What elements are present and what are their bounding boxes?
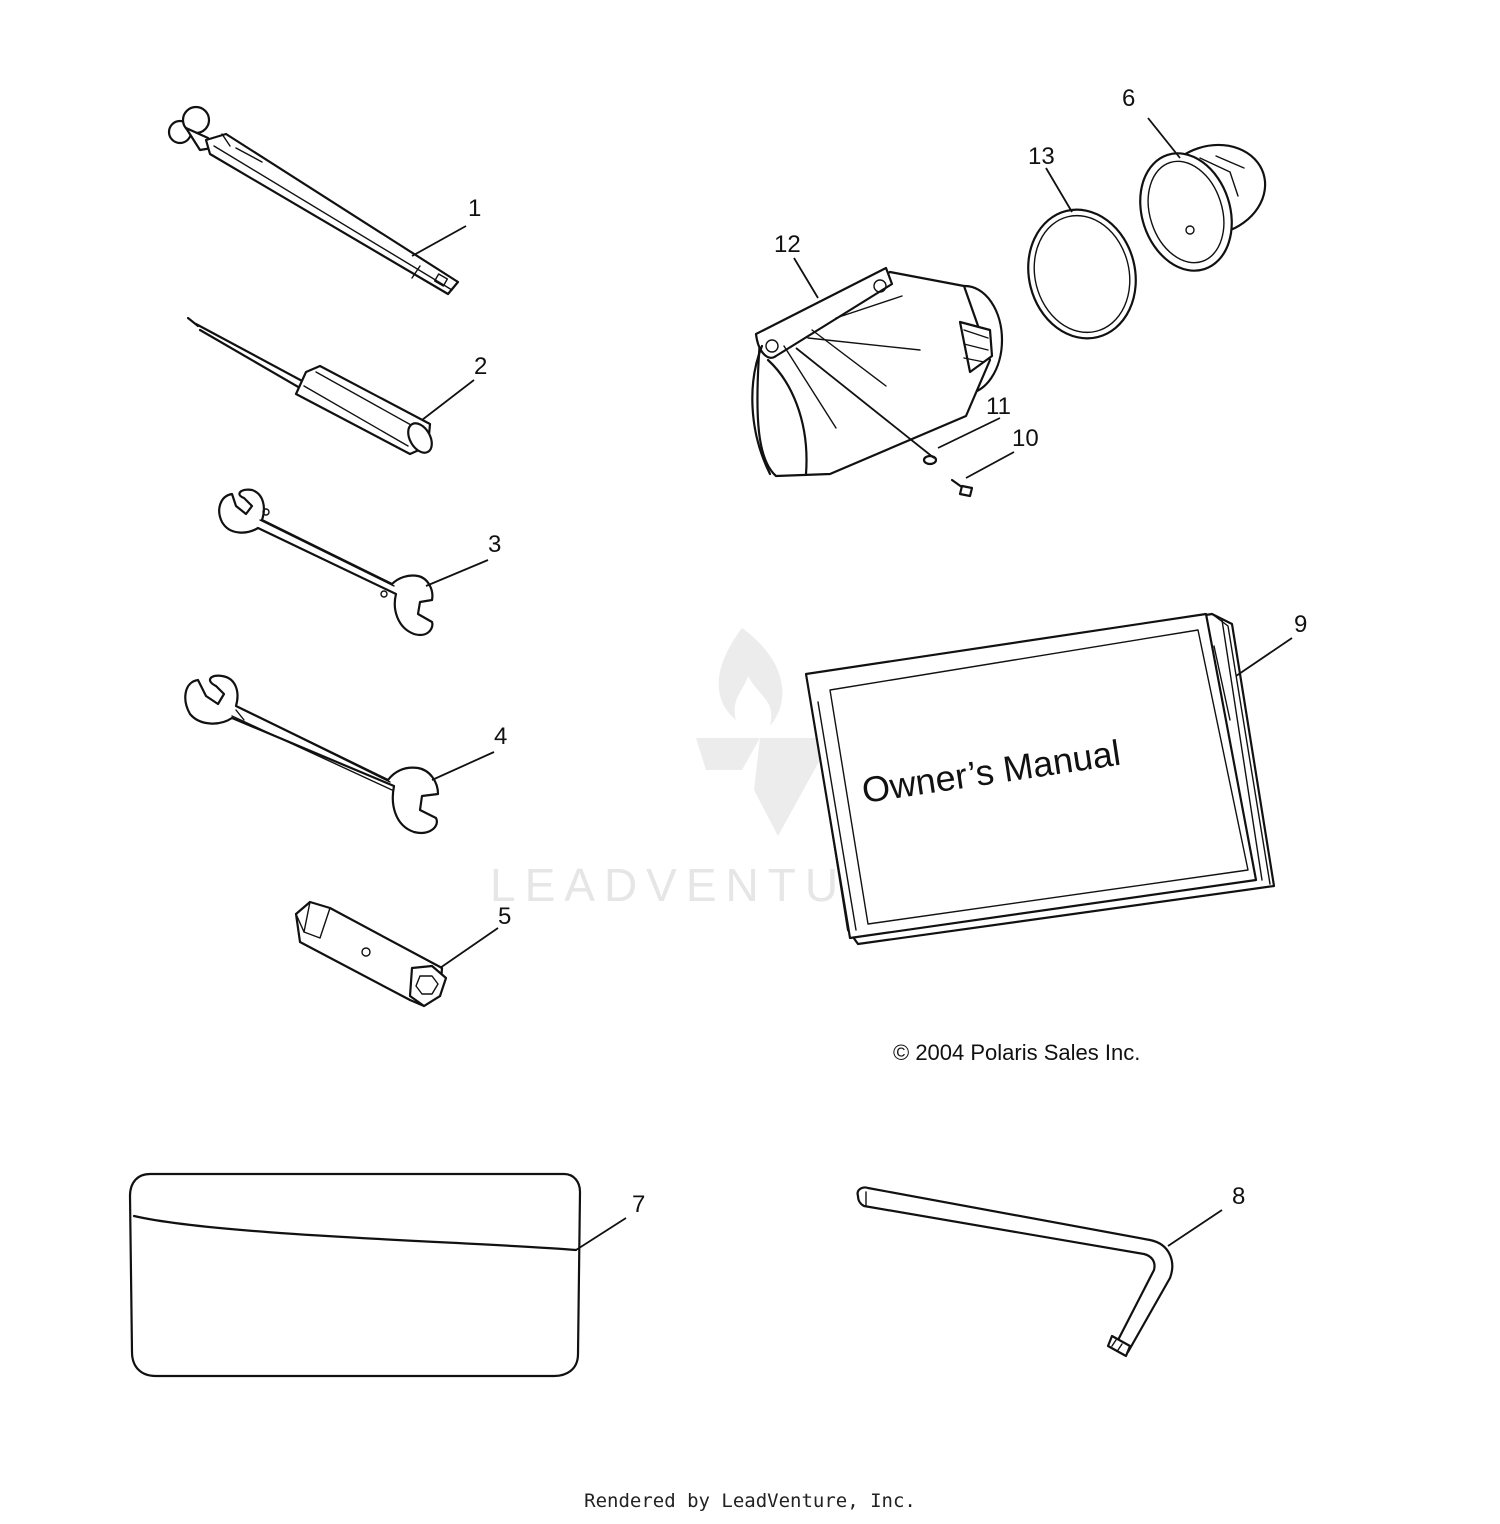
part-3-wrench-small[interactable]: [218, 488, 434, 636]
part-9-owners-manual[interactable]: Owner’s Manual: [804, 612, 1276, 946]
part-8-hex-key[interactable]: [856, 1186, 1174, 1358]
part-1-pressure-gauge[interactable]: [167, 105, 460, 296]
part-5-socket-wrench[interactable]: [294, 900, 448, 1008]
callout-5: 5: [498, 903, 511, 930]
part-4-wrench-large[interactable]: [184, 674, 440, 834]
part-6-cap[interactable]: [1126, 131, 1277, 282]
part-13-o-ring[interactable]: [1015, 198, 1149, 350]
callout-10: 10: [1012, 425, 1039, 452]
leader-lines: [411, 117, 1293, 1251]
callout-13: 13: [1028, 143, 1055, 170]
render-credit: Rendered by LeadVenture, Inc.: [584, 1490, 916, 1512]
part-10-screw[interactable]: [950, 478, 974, 498]
part-7-tool-pouch[interactable]: [128, 1172, 582, 1378]
callout-4: 4: [494, 723, 507, 750]
callout-7: 7: [632, 1191, 645, 1218]
callout-8: 8: [1232, 1183, 1245, 1210]
callout-12: 12: [774, 231, 801, 258]
callout-6: 6: [1122, 85, 1135, 112]
copyright-notice: © 2004 Polaris Sales Inc.: [893, 1040, 1141, 1065]
callout-11: 11: [986, 393, 1011, 420]
callout-1: 1: [468, 195, 481, 222]
callout-2: 2: [474, 353, 487, 380]
callout-3: 3: [488, 531, 501, 558]
part-12-storage-tube[interactable]: [751, 266, 1004, 478]
callout-9: 9: [1294, 611, 1307, 638]
callout-labels: 1 2 3 4 5 6 7 8 9 10 11 12 13: [468, 85, 1307, 1218]
part-2-screwdriver[interactable]: [186, 316, 437, 457]
